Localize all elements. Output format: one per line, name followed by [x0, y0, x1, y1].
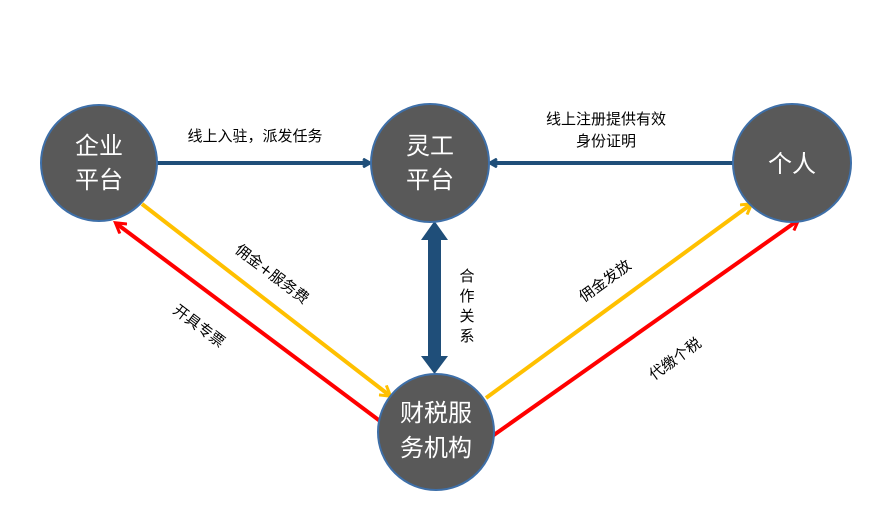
- node-individual: 个人: [732, 103, 852, 223]
- label-flexwork-tax-agency-char-2: 作: [459, 287, 474, 305]
- node-enterprise: 企业 平台: [40, 104, 158, 222]
- label-flexwork-tax-agency-char-3: 关: [459, 307, 474, 325]
- node-flexwork: 灵工 平台: [370, 103, 490, 223]
- label-flexwork-tax-agency-char-4: 系: [459, 327, 474, 345]
- label-enterprise-to-tax-agency: 佣金+服务费: [232, 240, 313, 307]
- node-flexwork-line1: 灵工: [406, 132, 454, 160]
- arrow-tax-agency-to-individual-payout: [484, 205, 750, 400]
- label-tax-agency-to-individual-payout: 佣金发放: [575, 256, 634, 306]
- arrow-enterprise-to-tax-agency: [140, 202, 389, 395]
- arrow-tax-agency-to-enterprise: [117, 224, 386, 426]
- node-tax-agency-line1: 财税服: [400, 399, 472, 427]
- node-flexwork-line2: 平台: [406, 166, 454, 194]
- label-tax-agency-to-enterprise: 开具专票: [170, 301, 229, 351]
- label-flexwork-tax-agency-char-1: 合: [459, 267, 474, 285]
- arrow-tax-agency-to-individual-tax: [489, 221, 797, 439]
- node-individual-line1: 个人: [768, 150, 816, 178]
- label-enterprise-to-flexwork: 线上入驻，派发任务: [187, 127, 322, 145]
- label-individual-to-flexwork-line1: 线上注册提供有效: [546, 110, 666, 128]
- arrow-flexwork-tax-agency: [421, 221, 448, 374]
- node-enterprise-line2: 平台: [75, 166, 123, 194]
- label-tax-agency-to-individual-tax: 代缴个税: [645, 334, 704, 384]
- node-enterprise-line1: 企业: [75, 132, 123, 160]
- node-tax-agency: 财税服 务机构: [377, 373, 495, 491]
- label-individual-to-flexwork-line2: 身份证明: [576, 132, 636, 150]
- node-tax-agency-line2: 务机构: [400, 434, 472, 462]
- label-flexwork-tax-agency: 合 作 关 系: [459, 267, 474, 345]
